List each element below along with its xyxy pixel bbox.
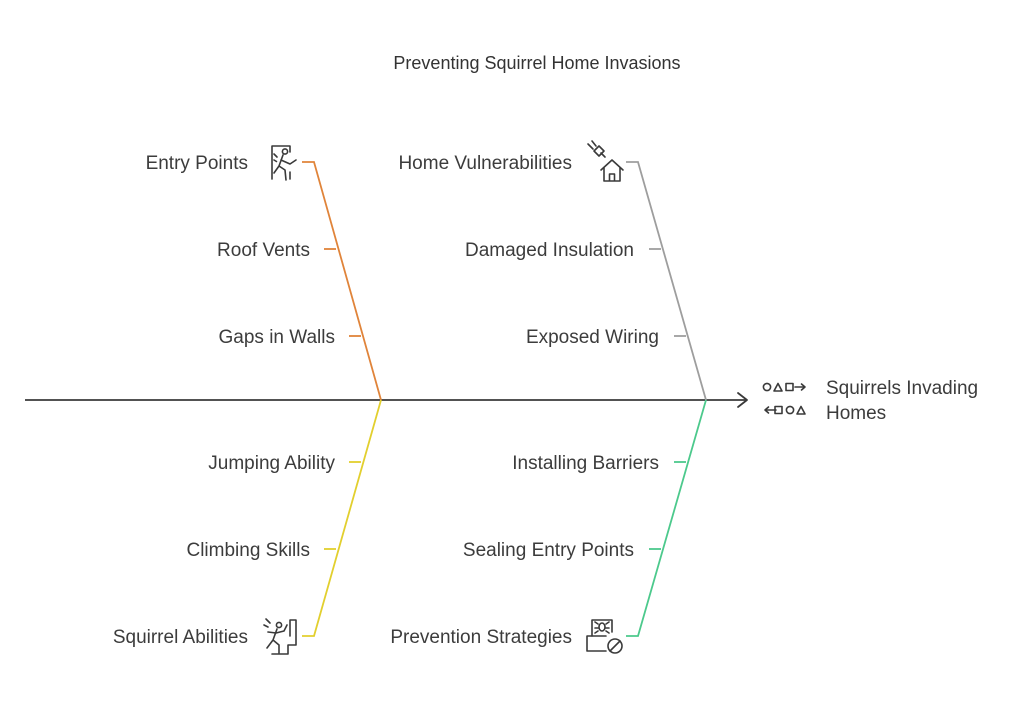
person-entering-door-icon xyxy=(271,145,297,181)
bone-squirrel-abilities xyxy=(302,399,382,637)
cause-jumping-ability: Jumping Ability xyxy=(208,453,335,474)
bone-home-vulnerabilities xyxy=(626,161,707,401)
effect-label-line1: Squirrels Invading xyxy=(826,378,978,399)
effect-icon xyxy=(762,382,806,415)
spine xyxy=(25,392,748,408)
cause-gaps-in-walls: Gaps in Walls xyxy=(219,327,336,348)
category-label-prevention-strategies: Prevention Strategies xyxy=(390,627,572,648)
cause-exposed-wiring: Exposed Wiring xyxy=(526,327,659,348)
bone-line-entry-points xyxy=(302,161,382,401)
category-label-entry-points: Entry Points xyxy=(146,153,248,174)
house-with-plug-icon xyxy=(587,140,624,182)
bone-line-home-vulnerabilities xyxy=(626,161,707,401)
bone-prevention-strategies xyxy=(626,399,707,637)
category-label-home-vulnerabilities: Home Vulnerabilities xyxy=(398,153,572,174)
cause-damaged-insulation: Damaged Insulation xyxy=(465,240,634,261)
bone-line-prevention-strategies xyxy=(626,399,707,637)
person-climbing-icon xyxy=(263,618,297,655)
shapes-flow-icon xyxy=(762,382,806,415)
diagram-title: Preventing Squirrel Home Invasions xyxy=(393,53,680,73)
pest-blocked-icon xyxy=(586,619,623,654)
effect-label-line2: Homes xyxy=(826,403,886,424)
cause-climbing-skills: Climbing Skills xyxy=(186,540,310,561)
bone-entry-points xyxy=(302,161,382,401)
bone-line-squirrel-abilities xyxy=(302,399,382,637)
category-label-squirrel-abilities: Squirrel Abilities xyxy=(113,627,248,648)
cause-roof-vents: Roof Vents xyxy=(217,240,310,261)
cause-installing-barriers: Installing Barriers xyxy=(512,453,659,474)
cause-sealing-entry-points: Sealing Entry Points xyxy=(463,540,634,561)
